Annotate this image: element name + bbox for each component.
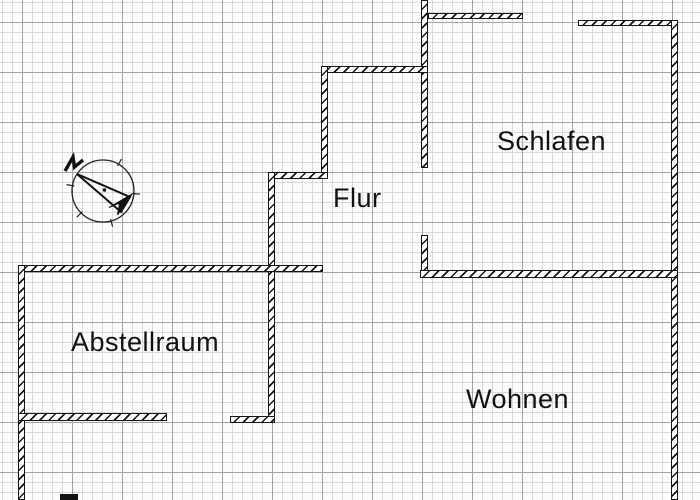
wall-flur-step bbox=[268, 172, 328, 179]
wall-flur-left-lower bbox=[268, 172, 275, 423]
north-arrow-icon bbox=[63, 151, 140, 227]
wall-abstellraum-top bbox=[18, 265, 323, 272]
wall-abstellraum-door-stub bbox=[230, 416, 275, 423]
room-label-flur: Flur bbox=[333, 183, 382, 213]
room-label-abstellraum: Abstellraum bbox=[71, 327, 220, 357]
wall-schlafen-top-right bbox=[578, 20, 674, 26]
wall-schlafen-top-left bbox=[428, 13, 523, 19]
wall-outer-left bbox=[18, 265, 25, 500]
wall-outer-right bbox=[671, 20, 678, 500]
room-label-wohnen: Wohnen bbox=[466, 384, 570, 414]
wall-abstellraum-bottom bbox=[18, 413, 167, 421]
wall-schlafen-bottom bbox=[420, 270, 678, 278]
wall-flur-left-upper bbox=[321, 66, 328, 178]
wall-flur-right-upper bbox=[421, 0, 428, 168]
room-label-schlafen: Schlafen bbox=[497, 126, 607, 156]
wall-flur-top bbox=[321, 66, 428, 73]
wall-bottom-left-mark bbox=[60, 494, 78, 500]
